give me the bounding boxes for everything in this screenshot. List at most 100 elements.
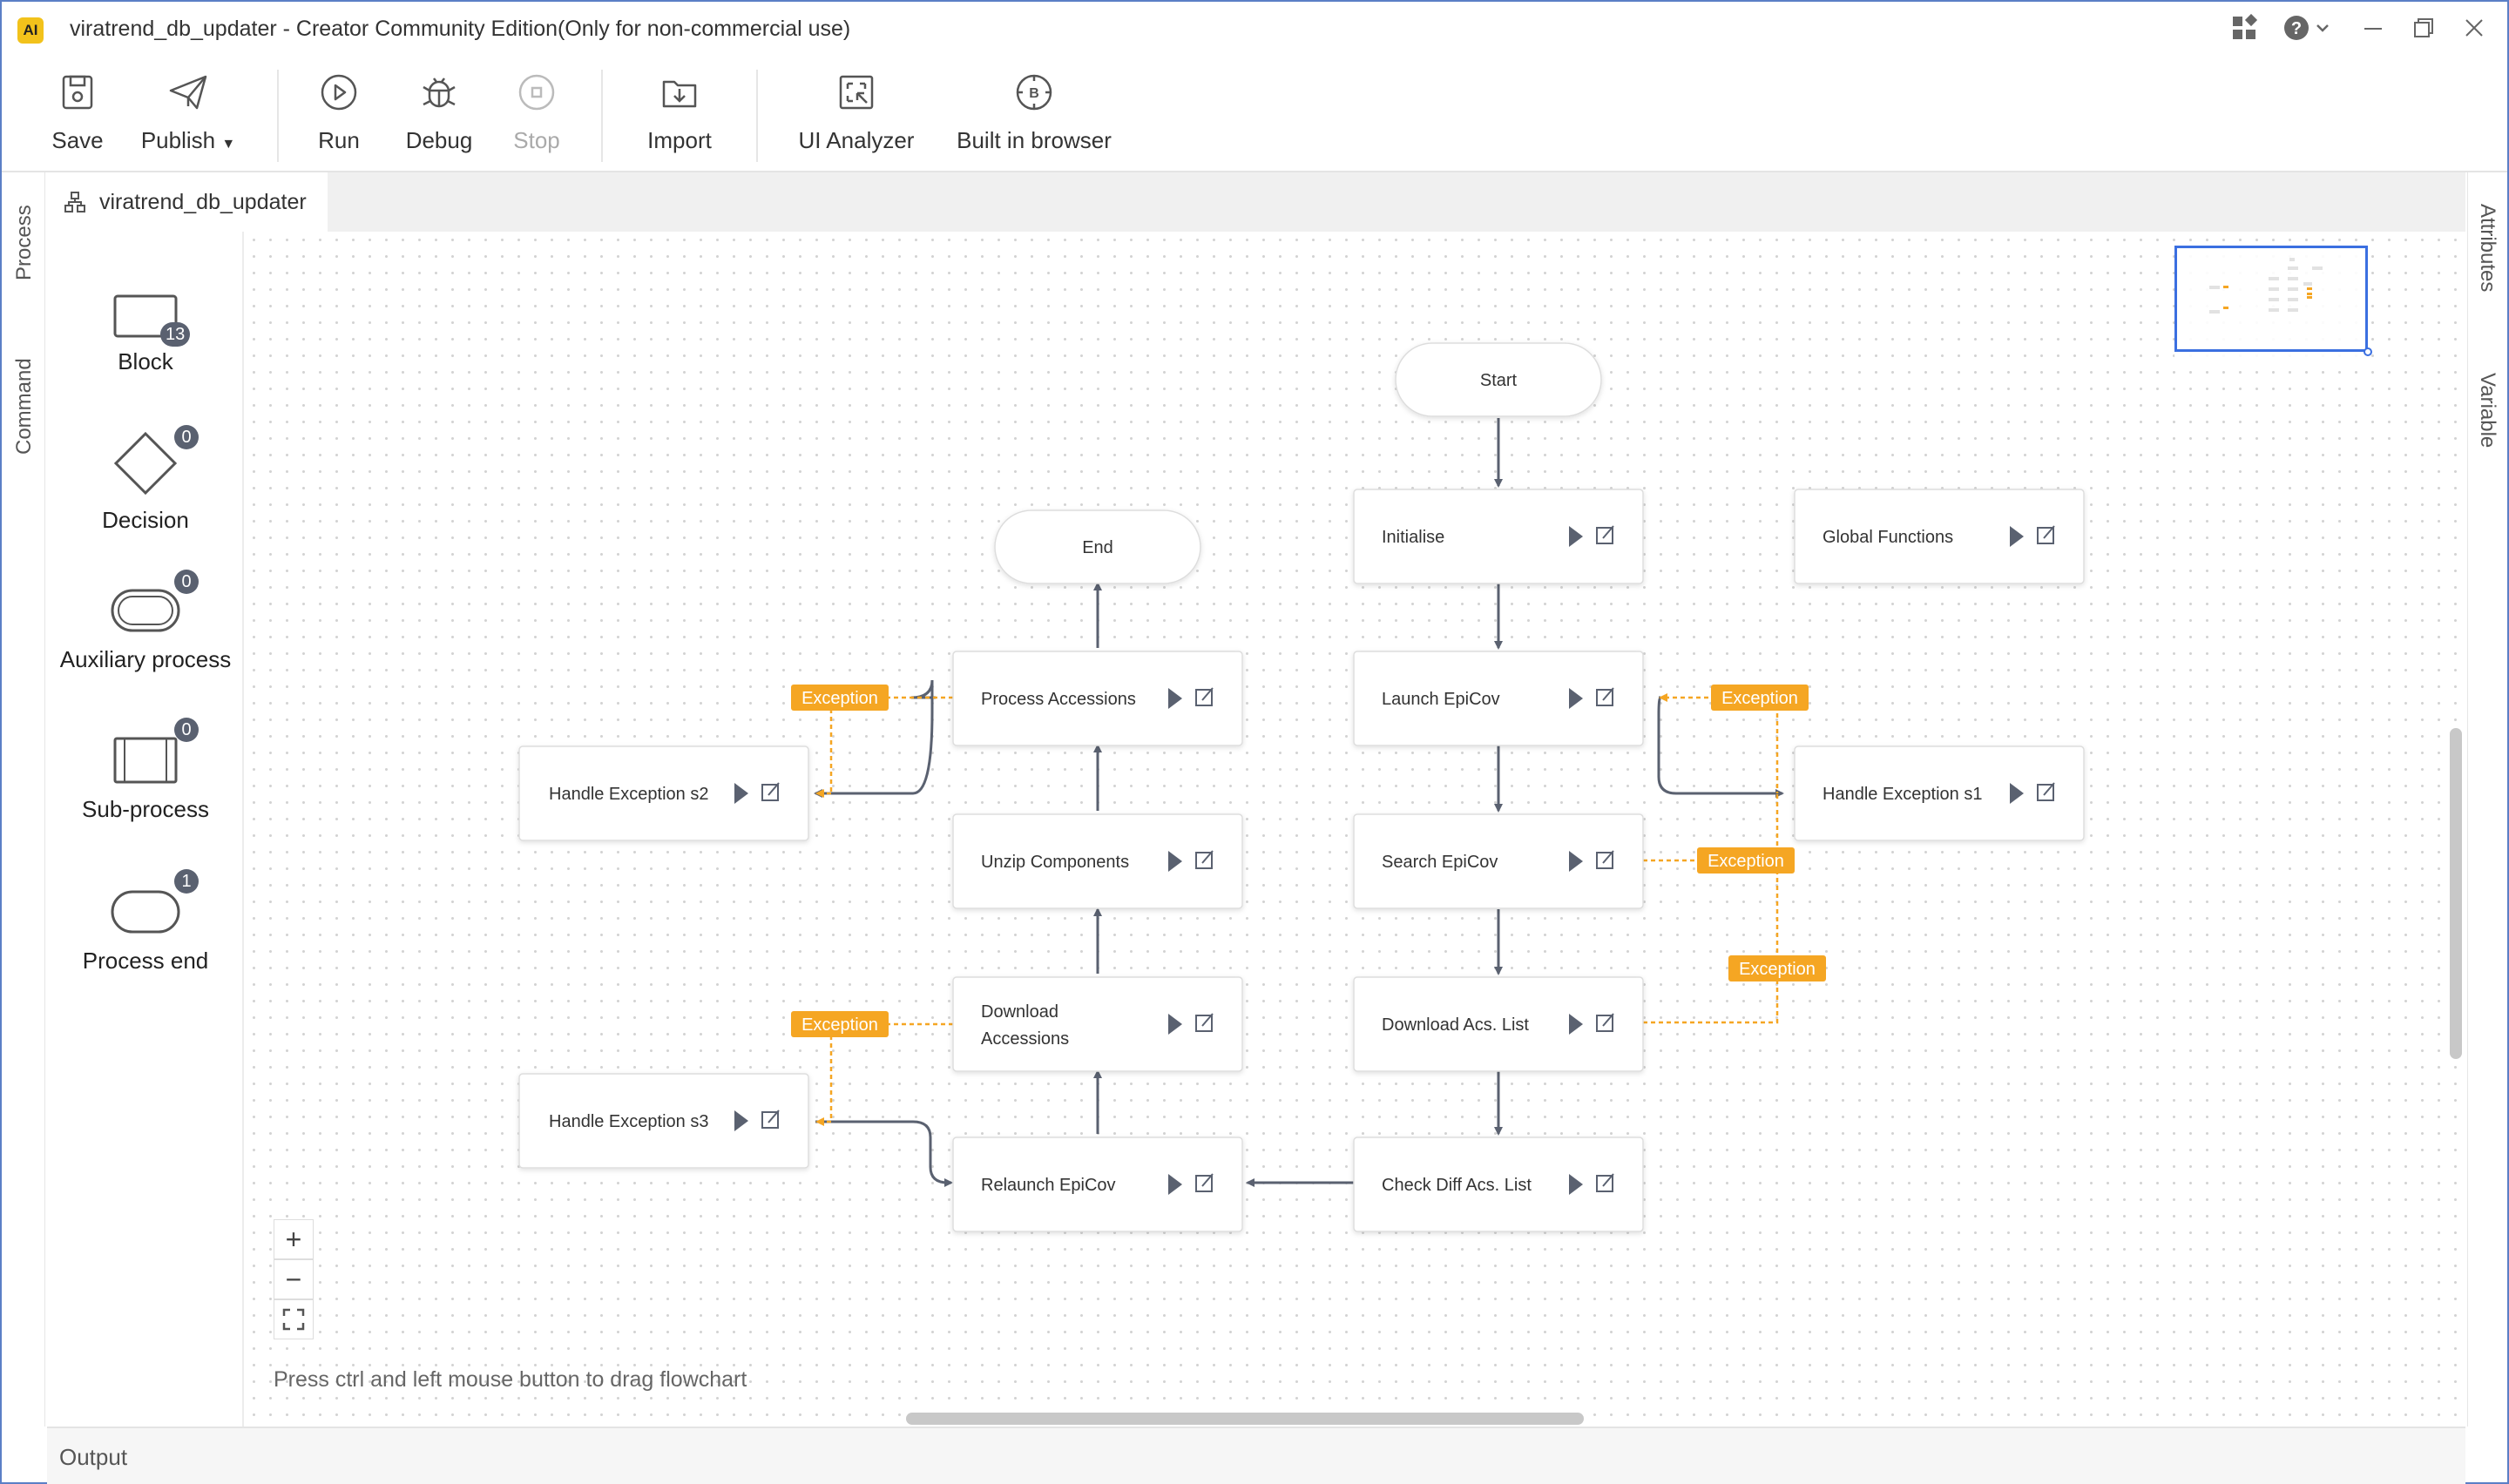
tab-viratrend-db-updater[interactable]: viratrend_db_updater [47,172,328,232]
restore-icon[interactable] [2408,14,2439,45]
start-node[interactable]: Start [1395,342,1602,417]
save-label: Save [51,127,104,153]
output-label: Output [59,1444,128,1470]
block-initialise[interactable]: Initialise [1353,489,1644,584]
toolbar-divider [601,70,603,162]
close-icon[interactable] [2458,14,2490,45]
run-block-icon[interactable] [1569,1174,1583,1195]
edit-block-icon[interactable] [2037,525,2055,544]
svg-text:Handle Exception s2: Handle Exception s2 [549,785,708,804]
run-block-icon[interactable] [734,783,748,804]
run-block-icon[interactable] [1168,1174,1182,1195]
tab-attributes[interactable]: Attributes [2476,204,2499,293]
ui-analyzer-button[interactable]: UI Analyzer [791,70,922,154]
block-handle-exception-s3[interactable]: Handle Exception s3 [518,1073,809,1169]
minimap-preview [2209,258,2323,314]
run-block-icon[interactable] [1168,688,1182,709]
exception-label-launch: Exception [1711,685,1809,711]
built-in-browser-button[interactable]: B Built in browser [951,70,1117,154]
edit-block-icon[interactable] [1195,1013,1214,1032]
debug-label: Debug [405,127,473,153]
save-button[interactable]: Save [40,70,115,154]
minimap[interactable] [2174,246,2370,362]
run-block-icon[interactable] [1168,851,1182,872]
edit-block-icon[interactable] [2037,782,2055,801]
block-global-functions[interactable]: Global Functions [1794,489,2085,584]
debug-button[interactable]: Debug [397,70,481,154]
run-block-icon[interactable] [1569,526,1583,547]
drag-hint-text: Press ctrl and left mouse button to drag… [274,1367,747,1392]
flowchart-icon [64,192,85,212]
end-node[interactable]: End [994,509,1201,584]
horizontal-scrollbar[interactable] [906,1413,1584,1425]
stop-circle-icon [518,74,555,111]
component-palette: Block 13 Decision 0 Auxiliary process 0 … [47,232,244,1427]
block-check-diff-acs-list[interactable]: Check Diff Acs. List [1353,1137,1644,1232]
minimize-icon[interactable] [2357,14,2389,45]
edit-block-icon[interactable] [1195,687,1214,706]
edit-block-icon[interactable] [761,782,780,801]
palette-item-label: Decision [102,507,189,533]
block-shape-icon [113,294,178,338]
run-block-icon[interactable] [734,1110,748,1131]
palette-item-block[interactable]: Block 13 [47,284,244,375]
block-download-accessions[interactable]: Download Accessions [952,976,1243,1072]
publish-label: Publish [140,127,216,153]
run-block-icon[interactable] [1569,851,1583,872]
flowchart-canvas[interactable]: Exception Exception Exception Exception … [246,232,2465,1427]
block-relaunch-epicov[interactable]: Relaunch EpiCov [952,1137,1243,1232]
edit-block-icon[interactable] [1596,525,1614,544]
svg-text:?: ? [2291,19,2302,38]
tab-process[interactable]: Process [12,205,36,280]
vertical-scrollbar[interactable] [2450,728,2462,1059]
svg-text:Handle Exception s3: Handle Exception s3 [549,1112,708,1131]
minimap-resize-handle[interactable] [2363,347,2373,357]
block-handle-exception-s1[interactable]: Handle Exception s1 [1794,745,2085,841]
exception-label-s2: Exception [791,685,889,711]
edit-block-icon[interactable] [1596,687,1614,706]
import-folder-icon [662,80,697,108]
stop-button[interactable]: Stop [504,70,570,154]
count-badge: 0 [174,570,199,594]
run-block-icon[interactable] [2010,783,2024,804]
palette-item-decision[interactable]: Decision 0 [47,425,244,534]
edit-block-icon[interactable] [1596,1013,1614,1032]
run-block-icon[interactable] [1168,1014,1182,1035]
edit-block-icon[interactable] [1195,850,1214,869]
palette-item-sub-process[interactable]: Sub-process 0 [47,718,244,823]
edit-block-icon[interactable] [1596,1173,1614,1192]
svg-text:Process Accessions: Process Accessions [981,690,1136,709]
connector-process-handle-s2 [814,679,936,798]
edit-block-icon[interactable] [1195,1173,1214,1192]
help-icon[interactable]: ? [2282,14,2333,45]
zoom-out-button[interactable]: − [274,1259,314,1299]
block-launch-epicov[interactable]: Launch EpiCov [1353,651,1644,746]
import-button[interactable]: Import [629,70,730,154]
toolbar: Save Publish ▼ Run Debug Stop [2,59,2507,172]
run-block-icon[interactable] [1569,688,1583,709]
right-side-tabs: Attributes Variable [2467,172,2507,1427]
edit-block-icon[interactable] [761,1110,780,1129]
block-process-accessions[interactable]: Process Accessions [952,651,1243,746]
run-block-icon[interactable] [2010,526,2024,547]
tab-variable[interactable]: Variable [2476,373,2499,449]
zoom-in-button[interactable]: + [274,1219,314,1259]
edit-block-icon[interactable] [1596,850,1614,869]
fit-screen-button[interactable] [274,1299,314,1339]
output-panel[interactable]: Output [47,1427,2465,1484]
layout-grid-icon[interactable] [2228,13,2260,45]
svg-text:B: B [1029,86,1039,101]
block-search-epicov[interactable]: Search EpiCov [1353,813,1644,909]
minimap-viewport[interactable] [2174,246,2368,352]
tab-command[interactable]: Command [12,358,36,455]
block-handle-exception-s2[interactable]: Handle Exception s2 [518,745,809,841]
palette-item-auxiliary-process[interactable]: Auxiliary process 0 [47,570,244,673]
run-button[interactable]: Run [303,70,375,154]
auxiliary-process-icon [111,589,180,632]
run-block-icon[interactable] [1569,1014,1583,1035]
block-unzip-components[interactable]: Unzip Components [952,813,1243,909]
window-title: viratrend_db_updater - Creator Community… [70,17,851,41]
publish-button[interactable]: Publish ▼ [138,70,239,154]
block-download-acs-list[interactable]: Download Acs. List [1353,976,1644,1072]
palette-item-process-end[interactable]: Process end 1 [47,869,244,975]
